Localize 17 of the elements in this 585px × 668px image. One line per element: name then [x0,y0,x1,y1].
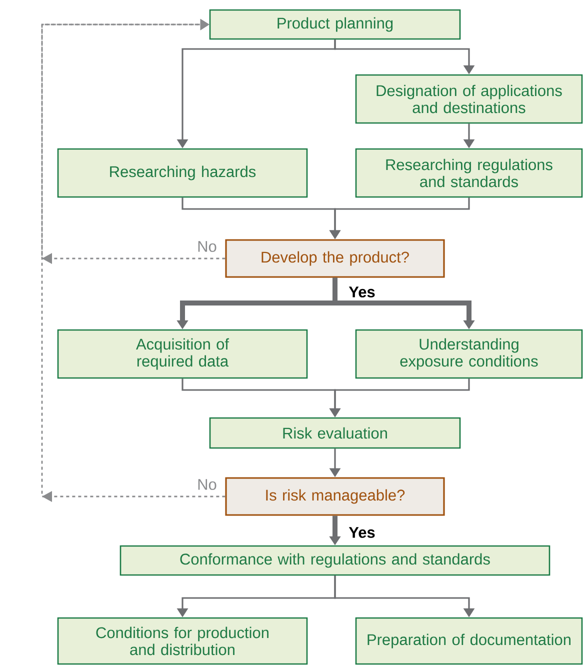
edge-label: Yes [348,526,376,539]
process-box: Conformance with regulations and standards [120,545,550,576]
process-box: Researching hazards [57,148,308,198]
process-box: Researching regulations and standards [355,148,583,198]
edge-label: Yes [348,286,376,298]
process-box: Understanding exposure conditions [355,329,583,379]
process-box: Preparation of documentation [355,617,583,665]
process-box: Designation of applications and destinations [355,74,583,124]
process-box: Conditions for production and distribution [57,617,308,665]
decision-box: Is risk manageable? [225,477,445,516]
dashed-arrow [41,18,226,502]
process-box: Product planning [209,9,461,40]
process-box: Risk evaluation [209,417,461,449]
edge-label: No [196,240,218,253]
decision-box: Develop the product? [225,239,445,278]
edge-label: No [196,478,218,491]
process-box: Acquisition of required data [57,329,308,379]
